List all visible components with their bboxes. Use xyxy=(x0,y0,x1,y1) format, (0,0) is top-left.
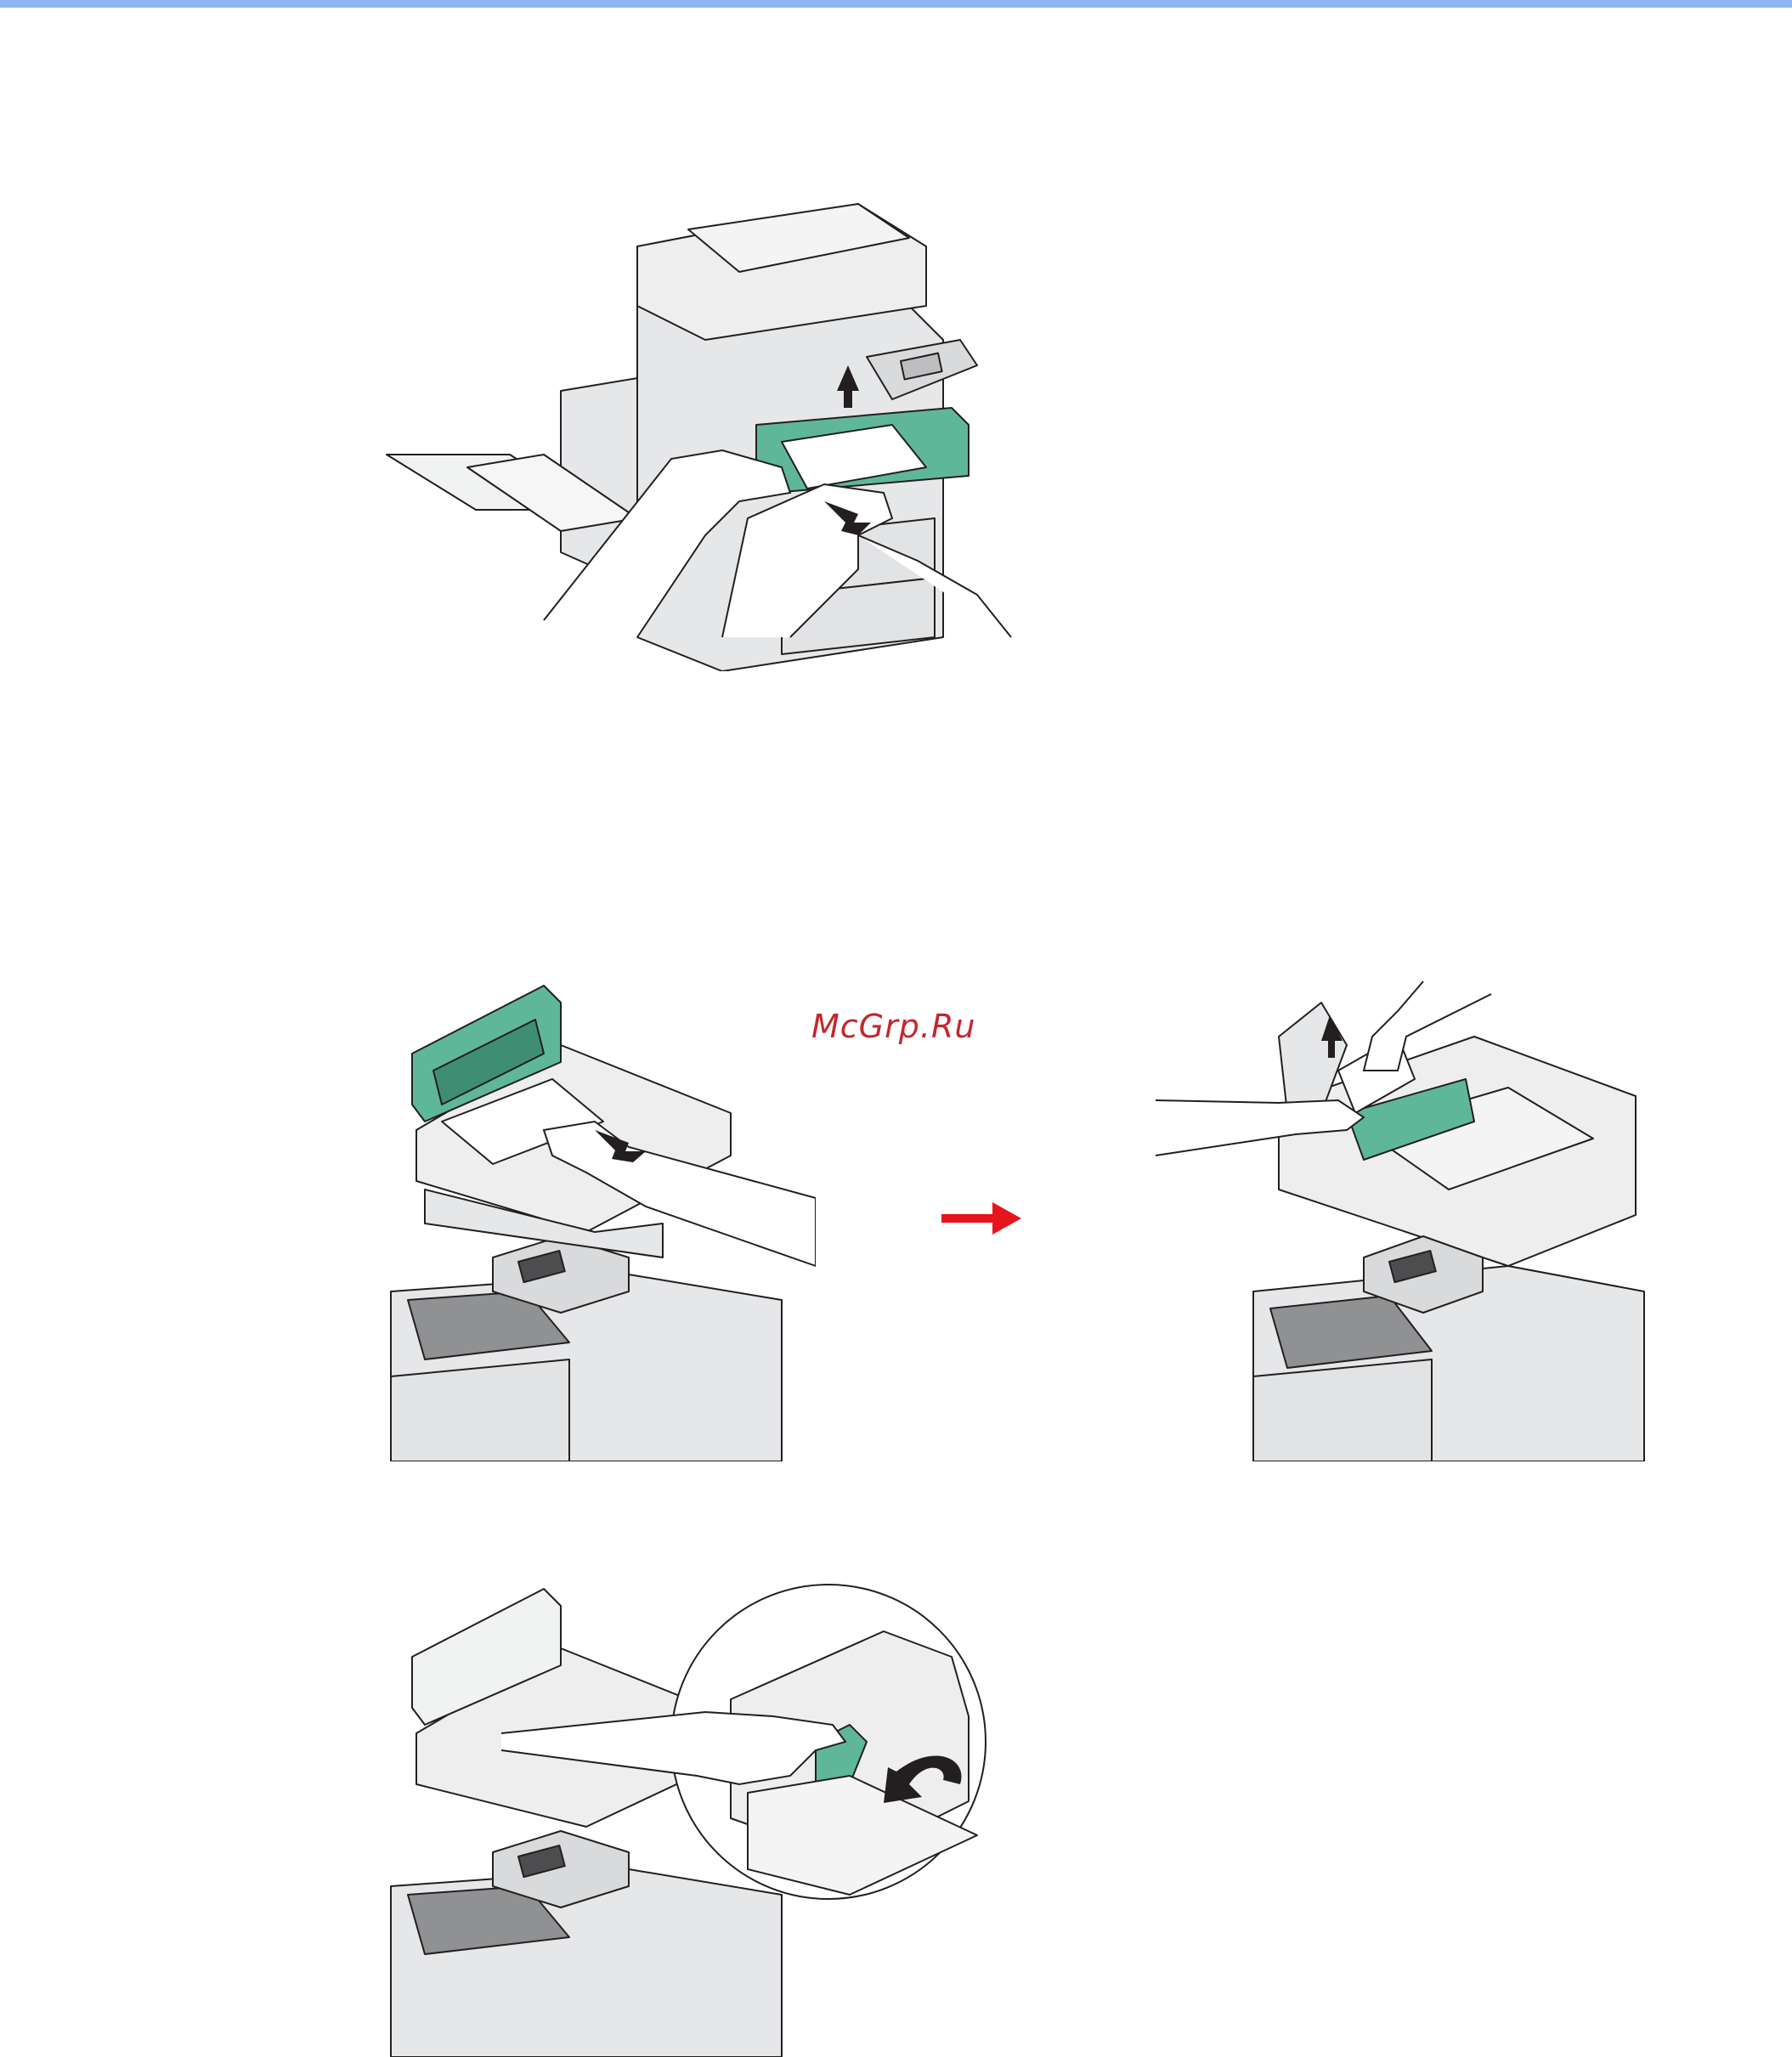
top-rule xyxy=(0,0,1792,8)
figure-open-document-cover xyxy=(374,977,816,1461)
watermark: McGrp.Ru xyxy=(811,1008,975,1045)
figure-lift-feed-unit xyxy=(1151,977,1653,1461)
figure-remove-paper-bridge xyxy=(382,195,1062,671)
figure-close-feed-guide xyxy=(374,1580,1020,2057)
step-arrow-icon xyxy=(941,1200,1022,1238)
